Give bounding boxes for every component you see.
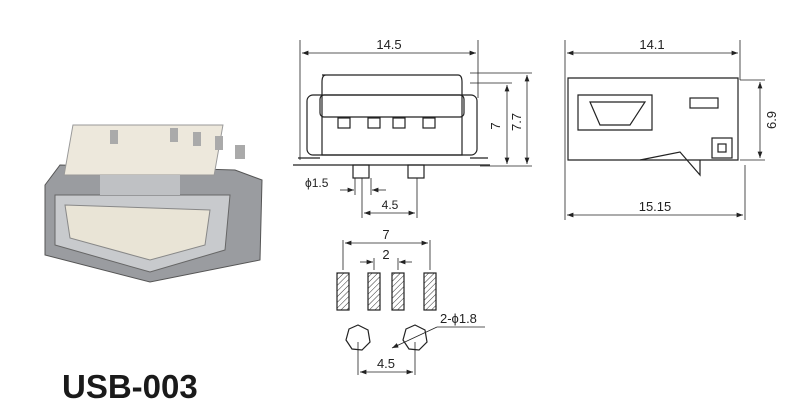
front-view xyxy=(293,40,532,218)
side-view xyxy=(564,40,765,220)
pcb-footprint xyxy=(336,240,485,375)
mounting-hole xyxy=(402,324,428,351)
model-title: USB-003 xyxy=(62,368,198,405)
side-length-dim: 14.1 xyxy=(639,37,664,52)
pin-pitch-dim: 4.5 xyxy=(382,198,399,212)
pad-span-dim: 7 xyxy=(382,227,389,242)
pad xyxy=(336,272,350,311)
pad-pitch-dim: 2 xyxy=(382,247,389,262)
product-photo xyxy=(44,124,263,283)
front-width-dim: 14.5 xyxy=(376,37,401,52)
hole-diameter-dim: 2-ϕ1.8 xyxy=(440,311,477,326)
front-height-outer-dim: 7.7 xyxy=(509,113,524,131)
mounting-hole xyxy=(345,324,371,351)
pad xyxy=(423,272,437,311)
hole-pitch-dim: 4.5 xyxy=(377,356,395,371)
side-overall-length-dim: 15.15 xyxy=(639,199,672,214)
side-height-dim: 6.9 xyxy=(764,111,779,129)
pin-diameter-dim: ϕ1.5 xyxy=(305,176,329,190)
pad xyxy=(367,272,381,311)
pad xyxy=(391,272,405,311)
front-height-inner-dim: 7 xyxy=(488,122,503,129)
